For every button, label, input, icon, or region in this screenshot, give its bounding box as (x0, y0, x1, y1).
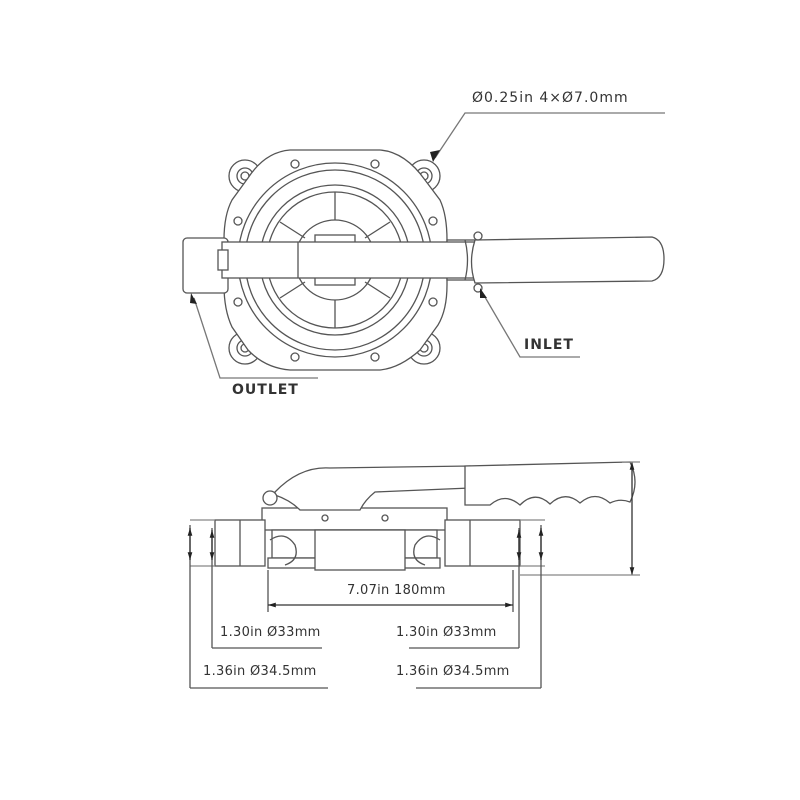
outlet-label: OUTLET (232, 382, 299, 398)
mount-hole-leader (434, 112, 665, 159)
top-view (182, 112, 665, 379)
right-inner-diameter-label: 1.30in Ø33mm (396, 625, 497, 640)
right-port (444, 519, 521, 567)
inlet-label: INLET (524, 337, 574, 353)
handle-grip (470, 236, 665, 284)
lever-arm (221, 241, 478, 279)
mount-hole-label: Ø0.25in 4×Ø7.0mm (472, 90, 629, 106)
side-view (187, 461, 640, 689)
side-handle-grip (464, 461, 636, 506)
left-outer-diameter-label: 1.36in Ø34.5mm (203, 664, 317, 679)
outlet-leader (193, 297, 318, 379)
left-inner-diameter-label: 1.30in Ø33mm (220, 625, 321, 640)
inlet-leader (481, 291, 580, 358)
right-outer-diameter-label: 1.36in Ø34.5mm (396, 664, 510, 679)
length-label: 7.07in 180mm (347, 583, 446, 598)
body-bolts (233, 159, 438, 362)
side-lever (274, 465, 471, 511)
